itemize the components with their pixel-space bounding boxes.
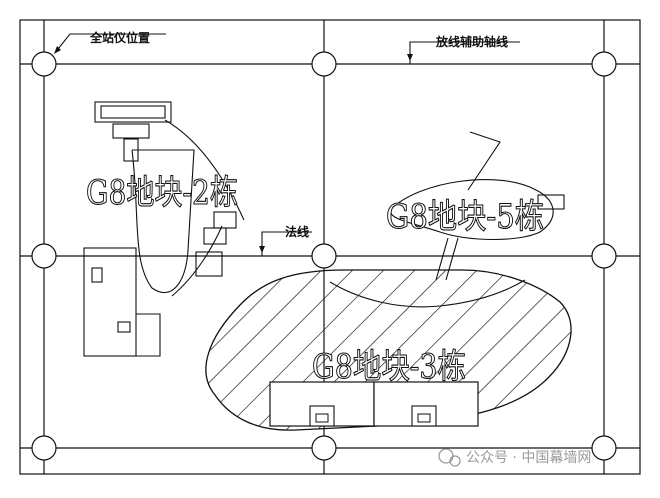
label-total-station: 全站仪位置 (89, 30, 150, 45)
watermark-text: 公众号 · 中国幕墙网 (466, 450, 591, 466)
total-station-markers (31, 51, 617, 461)
station-marker (31, 243, 57, 269)
label-auxiliary-axis: 放线辅助轴线 (435, 34, 508, 49)
wechat-icon (438, 448, 454, 464)
leader-arrows (54, 46, 413, 253)
station-marker (591, 51, 617, 77)
building-5-outline (389, 131, 565, 281)
building-5-label: G8地块-5栋 (386, 197, 544, 237)
station-marker (311, 435, 337, 461)
watermark: 公众号 · 中国幕墙网 (438, 448, 591, 467)
station-marker (311, 51, 337, 77)
station-marker (31, 435, 57, 461)
station-marker (311, 243, 337, 269)
drawing-border (19, 19, 641, 475)
building-3-outline (205, 269, 572, 431)
station-marker (591, 435, 617, 461)
building-2-label: G8地块-2栋 (86, 173, 238, 213)
label-normal-line: 法线 (285, 224, 309, 239)
station-marker (31, 51, 57, 77)
station-marker (591, 243, 617, 269)
building-3-label: G8地块-3栋 (312, 347, 466, 387)
building-2-outline (83, 101, 245, 357)
